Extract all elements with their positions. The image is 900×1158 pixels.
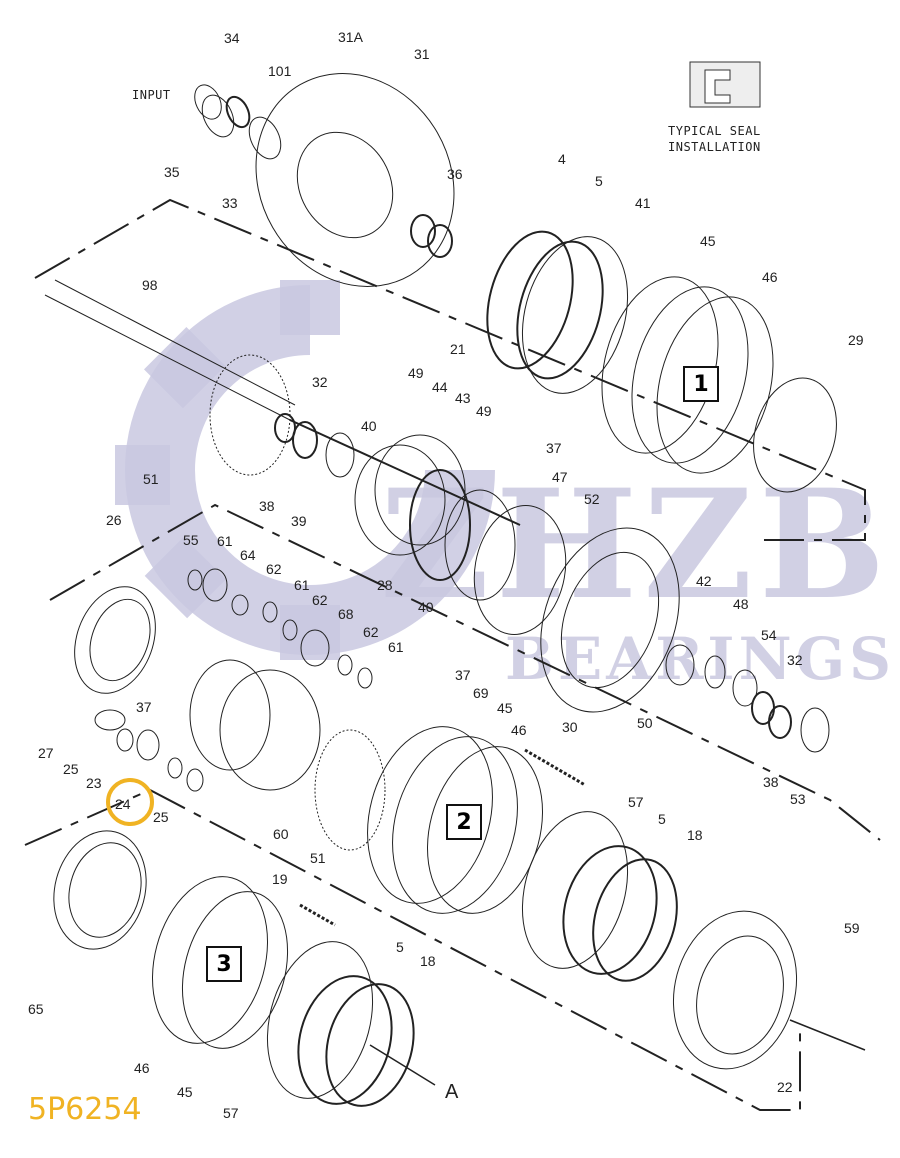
callout-36: 36 — [447, 166, 463, 182]
watermark-subtitle: BEARINGS — [505, 625, 895, 693]
callout-18: 18 — [420, 953, 436, 969]
callout-57: 57 — [223, 1105, 239, 1121]
callout-28: 28 — [377, 577, 393, 593]
callout-23: 23 — [86, 775, 102, 791]
callout-45: 45 — [497, 700, 513, 716]
callout-18: 18 — [687, 827, 703, 843]
input-label: INPUT — [132, 88, 171, 102]
callout-49: 49 — [408, 365, 424, 381]
group-box-2: 2 — [446, 804, 482, 840]
callout-42: 42 — [696, 573, 712, 589]
callout-31A: 31A — [338, 29, 363, 45]
callout-22: 22 — [777, 1079, 793, 1095]
group-box-1: 1 — [683, 366, 719, 402]
callout-46: 46 — [511, 722, 527, 738]
callout-26: 26 — [106, 512, 122, 528]
callout-40: 40 — [418, 599, 434, 615]
callout-27: 27 — [38, 745, 54, 761]
callout-37: 37 — [546, 440, 562, 456]
callout-55: 55 — [183, 532, 199, 548]
callout-47: 47 — [552, 469, 568, 485]
callout-52: 52 — [584, 491, 600, 507]
gear-icon — [115, 280, 495, 660]
callout-29: 29 — [848, 332, 864, 348]
callout-49: 49 — [476, 403, 492, 419]
callout-46: 46 — [762, 269, 778, 285]
callout-4: 4 — [558, 151, 566, 167]
callout-61: 61 — [294, 577, 310, 593]
seal-caption-line2: INSTALLATION — [668, 140, 761, 154]
callout-34: 34 — [224, 30, 240, 46]
callout-5: 5 — [658, 811, 666, 827]
callout-51: 51 — [310, 850, 326, 866]
callout-62: 62 — [312, 592, 328, 608]
callout-35: 35 — [164, 164, 180, 180]
callout-61: 61 — [388, 639, 404, 655]
callout-25: 25 — [63, 761, 79, 777]
group-box-3: 3 — [206, 946, 242, 982]
callout-30: 30 — [562, 719, 578, 735]
callout-33: 33 — [222, 195, 238, 211]
callout-5: 5 — [396, 939, 404, 955]
callout-62: 62 — [363, 624, 379, 640]
callout-41: 41 — [635, 195, 651, 211]
callout-25: 25 — [153, 809, 169, 825]
callout-43: 43 — [455, 390, 471, 406]
callout-46: 46 — [134, 1060, 150, 1076]
callout-45: 45 — [700, 233, 716, 249]
callout-53: 53 — [790, 791, 806, 807]
callout-37: 37 — [455, 667, 471, 683]
callout-59: 59 — [844, 920, 860, 936]
seal-caption-line1: TYPICAL SEAL — [668, 124, 761, 138]
callout-64: 64 — [240, 547, 256, 563]
callout-5: 5 — [595, 173, 603, 189]
callout-65: 65 — [28, 1001, 44, 1017]
highlight-circle — [106, 778, 154, 826]
callout-38: 38 — [259, 498, 275, 514]
callout-21: 21 — [450, 341, 466, 357]
callout-51: 51 — [143, 471, 159, 487]
callout-44: 44 — [432, 379, 448, 395]
callout-61: 61 — [217, 533, 233, 549]
callout-69: 69 — [473, 685, 489, 701]
callout-101: 101 — [268, 63, 292, 79]
callout-48: 48 — [733, 596, 749, 612]
part-number: 5P6254 — [28, 1092, 142, 1127]
callout-45: 45 — [177, 1084, 193, 1100]
callout-38: 38 — [763, 774, 779, 790]
callout-54: 54 — [761, 627, 777, 643]
callout-37: 37 — [136, 699, 152, 715]
callout-98: 98 — [142, 277, 158, 293]
callout-60: 60 — [273, 826, 289, 842]
callout-19: 19 — [272, 871, 288, 887]
callout-40: 40 — [361, 418, 377, 434]
callout-68: 68 — [338, 606, 354, 622]
callout-57: 57 — [628, 794, 644, 810]
callout-32: 32 — [787, 652, 803, 668]
callout-50: 50 — [637, 715, 653, 731]
section-marker-a: A — [445, 1081, 459, 1103]
callout-32: 32 — [312, 374, 328, 390]
callout-39: 39 — [291, 513, 307, 529]
callout-31: 31 — [414, 46, 430, 62]
callout-62: 62 — [266, 561, 282, 577]
